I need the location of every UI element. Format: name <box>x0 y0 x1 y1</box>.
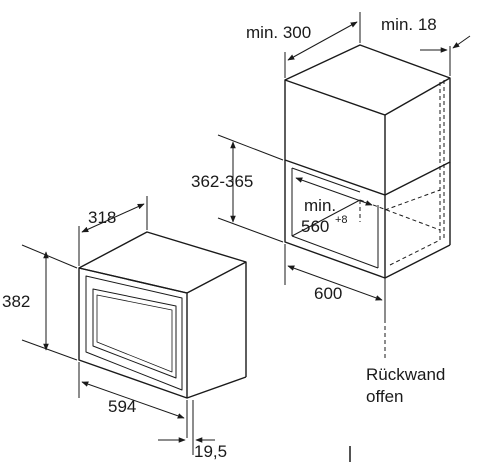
label-min-560-tolerance: +8 <box>335 214 348 226</box>
label-19-5: 19,5 <box>194 442 227 461</box>
label-318: 318 <box>88 208 116 227</box>
label-min-560-prefix: min. <box>304 196 336 215</box>
label-min-18: min. 18 <box>381 15 437 34</box>
label-382: 382 <box>2 292 30 311</box>
label-min-300: min. 300 <box>246 23 311 42</box>
label-rueckwand: Rückwand <box>366 365 445 384</box>
label-362-365: 362-365 <box>191 172 253 191</box>
appliance-drawing <box>78 231 247 399</box>
cabinet-drawing <box>284 44 451 279</box>
cabinet-dimensions <box>217 12 471 322</box>
label-594: 594 <box>108 397 136 416</box>
label-min-560-value: 560 <box>301 217 329 236</box>
appliance-dimensions <box>21 196 215 455</box>
label-offen: offen <box>366 387 404 406</box>
label-600: 600 <box>314 284 342 303</box>
cabinet-hidden-lines <box>359 80 445 360</box>
